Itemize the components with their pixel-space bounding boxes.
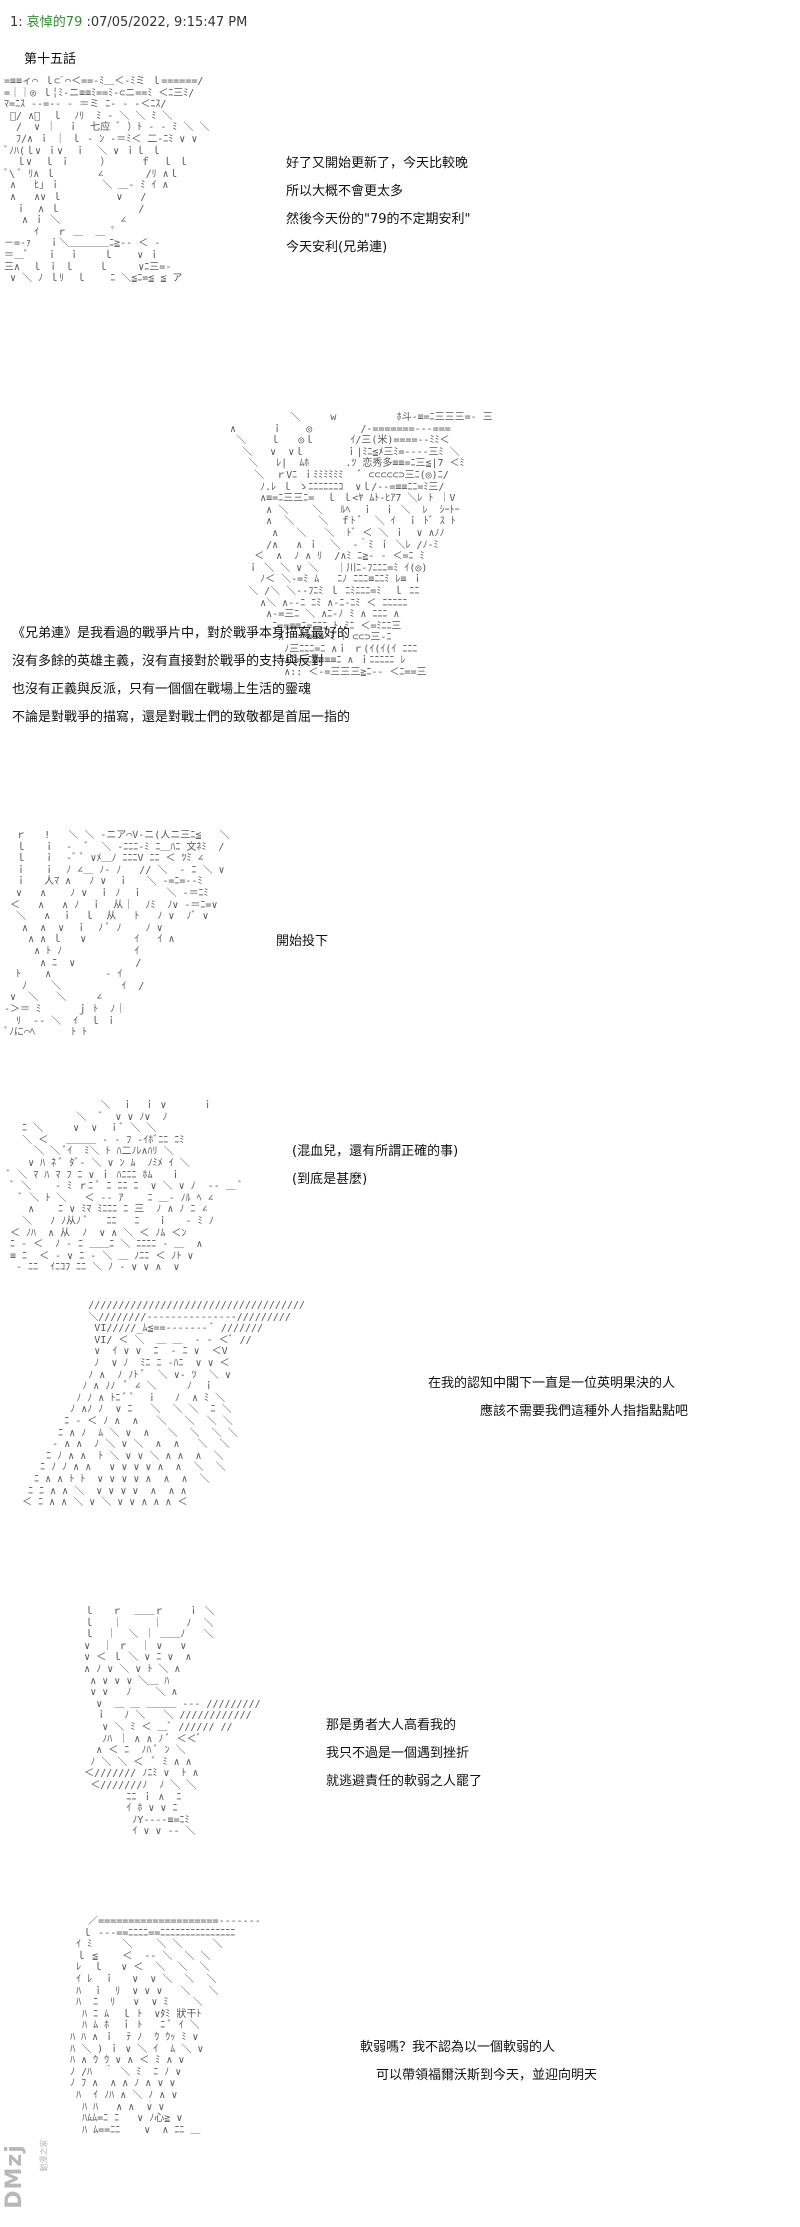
dialog-panel-5: 在我的認知中閣下一直是一位英明果決的人 應該不需要我們這種外人指指點點吧 — [428, 1370, 688, 1426]
site-watermark-logo: DMzj 動漫之家 — [2, 2130, 49, 2220]
dialog-line: 應該不需要我們這種外人指指點點吧 — [480, 1404, 689, 1419]
dialog-line: 《兄弟連》是我看過的戰爭片中，對於戰爭本身描寫最好的 — [12, 626, 351, 641]
dialog-line: 就逃避責任的軟弱之人罷了 — [326, 1774, 483, 1789]
dialog-line: 不論是對戰爭的描寫，還是對戰士們的致敬都是首屈一指的 — [12, 710, 351, 725]
ascii-art-panel-7: ／====================‐‐‐‐‐‐‐ ｌ ‐‐‐==ﾆﾆﾆﾆ… — [70, 1916, 261, 2136]
post-timestamp: :07/05/2022, 9:15:47 PM — [86, 15, 248, 30]
dialog-panel-3: 開始投下 — [276, 928, 328, 956]
ascii-art-panel-2: ＼ w ﾎ斗‐≡=ﾆ三三三=‐ 三 ∧ ｉ ◎ /‐=======‐‐‐=== … — [230, 412, 493, 679]
dialog-line: (到底是甚麼) — [292, 1172, 368, 1187]
dialog-line: 然後今天份的"79的不定期安利" — [286, 212, 471, 227]
dialog-line: 軟弱嗎？我不認為以一個軟弱的人 — [360, 2040, 556, 2055]
dialog-line: 今天安利(兄弟連) — [286, 240, 388, 255]
ascii-art-panel-3: ｒ ! ＼ ＼ ‐ニア⌒V‐ニ(人ニ三ﾆ≦ ＼ ｌ ｉ ‐ ﾞ ＼ ‐ﾆﾆﾆ‐ﾐ… — [4, 830, 230, 1039]
ascii-art-panel-4: ＼ ｉ ｉ ∨ ｉ ＼ ﾞ ∨ ∨ ﾉ∨ ﾉ ﾆ ＼ ∨ ∨ ｉﾞ ＼ ＼ ＼ … — [4, 1100, 243, 1274]
dialog-line: 我只不過是一個遇到挫折 — [326, 1746, 470, 1761]
dialog-line: 也沒有正義與反派，只有一個個在戰場上生活的靈魂 — [12, 682, 312, 697]
post-number: 1: — [10, 15, 23, 30]
dialog-panel-1: 好了又開始更新了，今天比較晚 所以大概不會更太多 然後今天份的"79的不定期安利… — [286, 150, 471, 262]
post-header: 1: 哀悼的79 :07/05/2022, 9:15:47 PM — [10, 14, 247, 32]
post-author-link[interactable]: 哀悼的79 — [26, 15, 83, 30]
dialog-line: 可以帶領福爾沃斯到今天，並迎向明天 — [376, 2068, 598, 2083]
dialog-panel-4: (混血兒，還有所謂正確的事) (到底是甚麼) — [292, 1138, 458, 1194]
ascii-art-panel-1: =≡≡ィ⌒ ｌ⊂ﾞ⌒＜==‐ﾐ＿＜‐ﾐミ ｌ======/ =｜｜◎ ｌ╎ﾐ‐ニ… — [4, 76, 210, 285]
dialog-line: 好了又開始更新了，今天比較晚 — [286, 156, 469, 171]
dialog-line: 在我的認知中閣下一直是一位英明果決的人 — [428, 1376, 676, 1391]
watermark-subtext: 動漫之家 — [39, 2139, 49, 2172]
dialog-line: (混血兒，還有所謂正確的事) — [292, 1144, 459, 1159]
ascii-art-panel-6: ｌ ｒ ＿＿ｒ ｉ ＼ ｌ ｜ ｜ ﾉ ＼ ｌ ｜ ＼ ｜ ＿＿ﾉ ＼ ∨ ｜ … — [84, 1606, 261, 1838]
watermark-text: DMzj — [1, 2144, 27, 2209]
dialog-line: 那是勇者大人高看我的 — [326, 1718, 457, 1733]
dialog-panel-2: 《兄弟連》是我看過的戰爭片中，對於戰爭本身描寫最好的 沒有多餘的英雄主義，沒有直… — [12, 620, 350, 732]
dialog-line: 開始投下 — [276, 934, 329, 949]
dialog-line: 沒有多餘的英雄主義，沒有直接對於戰爭的支持與反對 — [12, 654, 325, 669]
ascii-art-panel-5: //////////////////////////////////// ＼//… — [22, 1300, 306, 1509]
chapter-title: 第十五話 — [24, 52, 77, 67]
dialog-panel-7: 軟弱嗎？我不認為以一個軟弱的人 可以帶領福爾沃斯到今天，並迎向明天 — [360, 2034, 597, 2090]
dialog-line: 所以大概不會更太多 — [286, 184, 404, 199]
dialog-panel-6: 那是勇者大人高看我的 我只不過是一個遇到挫折 就逃避責任的軟弱之人罷了 — [326, 1712, 482, 1796]
